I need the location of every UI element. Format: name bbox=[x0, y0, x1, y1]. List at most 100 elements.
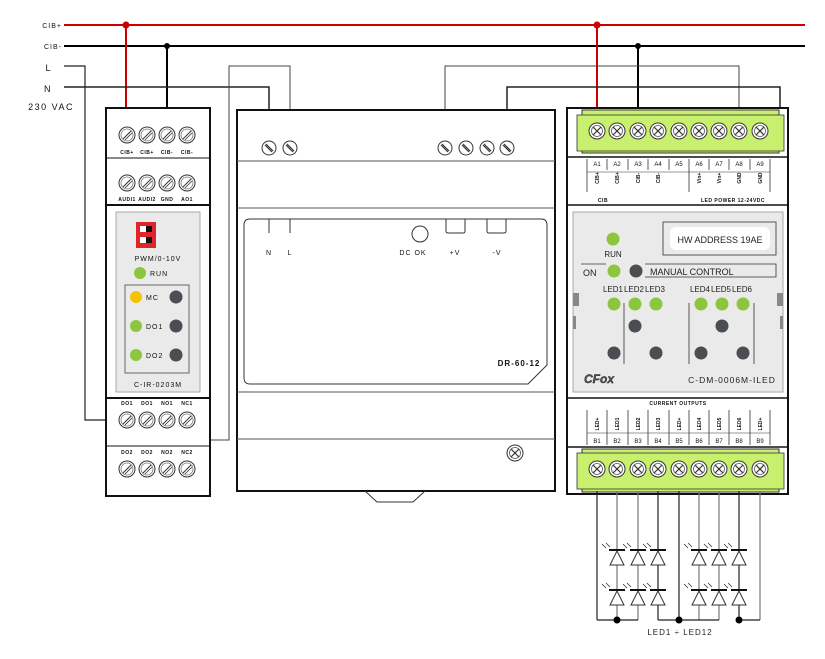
label-neutral: N bbox=[44, 84, 52, 94]
terminal-label: CIB- bbox=[181, 150, 193, 156]
channel-button[interactable] bbox=[607, 346, 621, 360]
terminal-screw[interactable] bbox=[479, 140, 495, 156]
button-do1[interactable] bbox=[169, 319, 183, 333]
terminal-function: LED1 bbox=[615, 417, 621, 430]
terminal-function: LED4 bbox=[697, 417, 703, 430]
terminal-screw[interactable] bbox=[138, 460, 156, 478]
terminal-label: DO1 bbox=[141, 401, 153, 407]
led-diode-symbol bbox=[703, 542, 727, 566]
terminal-screw[interactable] bbox=[458, 140, 474, 156]
terminal-function: LED6 bbox=[737, 417, 743, 430]
plus-v-pot[interactable] bbox=[445, 219, 466, 234]
terminal-screw[interactable] bbox=[730, 460, 748, 478]
channel-label: LED1 bbox=[603, 285, 624, 294]
terminal-screw[interactable] bbox=[138, 126, 156, 144]
terminal-screw[interactable] bbox=[118, 126, 136, 144]
psu-input-l: L bbox=[288, 250, 293, 257]
manual-control-label: MANUAL CONTROL bbox=[650, 267, 734, 277]
ground-screw[interactable] bbox=[506, 444, 524, 462]
terminal-screw[interactable] bbox=[178, 126, 196, 144]
channel-button[interactable] bbox=[628, 319, 642, 333]
label-cib-plus: CIB+ bbox=[42, 23, 62, 30]
led-diode-symbol bbox=[703, 582, 727, 606]
terminal-screw[interactable] bbox=[158, 174, 176, 192]
terminal-function: LED+ bbox=[758, 417, 764, 430]
module-ir-model: C-IR-0203M bbox=[134, 382, 182, 389]
terminal-id: B4 bbox=[654, 439, 662, 445]
channel-label: LED5 bbox=[711, 285, 732, 294]
terminal-id: B1 bbox=[593, 439, 601, 445]
terminal-screw[interactable] bbox=[588, 122, 606, 140]
terminal-screw[interactable] bbox=[608, 122, 626, 140]
terminal-screw[interactable] bbox=[710, 122, 728, 140]
terminal-function: LED+ bbox=[595, 417, 601, 430]
led-do2 bbox=[130, 349, 142, 361]
terminal-screw[interactable] bbox=[437, 140, 453, 156]
channel-button[interactable] bbox=[715, 319, 729, 333]
button-do2[interactable] bbox=[169, 348, 183, 362]
manual-control-button[interactable] bbox=[629, 264, 643, 278]
terminal-screw[interactable] bbox=[690, 122, 708, 140]
terminal-screw[interactable] bbox=[118, 411, 136, 429]
terminal-label: CIB+ bbox=[120, 150, 134, 156]
terminal-function: LED3 bbox=[656, 417, 662, 430]
terminal-screw[interactable] bbox=[138, 174, 156, 192]
terminal-screw[interactable] bbox=[649, 122, 667, 140]
led-string-label: LED1 ÷ LED12 bbox=[647, 628, 712, 637]
led-run bbox=[134, 267, 146, 279]
terminal-screw[interactable] bbox=[670, 460, 688, 478]
terminal-screw[interactable] bbox=[670, 122, 688, 140]
terminal-screw[interactable] bbox=[178, 411, 196, 429]
terminal-screw[interactable] bbox=[649, 460, 667, 478]
terminal-id: A6 bbox=[695, 162, 703, 168]
terminal-screw[interactable] bbox=[138, 411, 156, 429]
terminal-screw[interactable] bbox=[118, 460, 136, 478]
terminal-screw[interactable] bbox=[261, 140, 277, 156]
front-panel bbox=[115, 211, 201, 393]
terminal-id: B6 bbox=[695, 439, 703, 445]
terminal-screw[interactable] bbox=[710, 460, 728, 478]
channel-led bbox=[649, 297, 663, 311]
terminal-screw[interactable] bbox=[158, 411, 176, 429]
terminal-screw[interactable] bbox=[178, 174, 196, 192]
terminal-screw[interactable] bbox=[158, 126, 176, 144]
terminal-screw[interactable] bbox=[751, 122, 769, 140]
terminal-function: GND bbox=[737, 172, 743, 184]
terminal-screw[interactable] bbox=[730, 122, 748, 140]
terminal-screw[interactable] bbox=[690, 460, 708, 478]
channel-label: LED2 bbox=[624, 285, 645, 294]
label-line: L bbox=[45, 63, 52, 73]
terminal-screw[interactable] bbox=[629, 122, 647, 140]
plus-v-label: +V bbox=[450, 250, 461, 257]
button-mc[interactable] bbox=[169, 290, 183, 304]
terminal-screw[interactable] bbox=[158, 460, 176, 478]
channel-led bbox=[607, 297, 621, 311]
terminal-label: DO2 bbox=[121, 450, 133, 456]
terminal-screw[interactable] bbox=[282, 140, 298, 156]
junction-dot bbox=[675, 616, 683, 624]
minus-v-pot[interactable] bbox=[486, 219, 507, 234]
terminal-screw[interactable] bbox=[178, 460, 196, 478]
power-supply: N L DC OK +V -V DR-60-12 bbox=[236, 109, 556, 503]
module-ir: CIB+ CIB+ CIB- CIB- AUDI1 AUDI2 GND AO1 … bbox=[105, 107, 211, 497]
channel-led bbox=[694, 297, 708, 311]
led-mc bbox=[130, 291, 142, 303]
terminal-screw[interactable] bbox=[751, 460, 769, 478]
terminal-screw[interactable] bbox=[629, 460, 647, 478]
terminal-id: A8 bbox=[735, 162, 743, 168]
channel-button[interactable] bbox=[649, 346, 663, 360]
junction-dot bbox=[735, 616, 743, 624]
channel-label: LED4 bbox=[690, 285, 711, 294]
channel-button[interactable] bbox=[694, 346, 708, 360]
terminal-screw[interactable] bbox=[118, 174, 136, 192]
terminal-label: AUDI1 bbox=[118, 197, 136, 203]
dip-switch[interactable]: ON bbox=[136, 222, 160, 248]
terminal-screw[interactable] bbox=[608, 460, 626, 478]
terminal-function: CIB- bbox=[656, 173, 662, 184]
led-on bbox=[607, 264, 621, 278]
terminal-screw[interactable] bbox=[588, 460, 606, 478]
psu-input-n: N bbox=[266, 250, 272, 257]
terminal-screw[interactable] bbox=[499, 140, 515, 156]
channel-button[interactable] bbox=[736, 346, 750, 360]
label-voltage: 230 VAC bbox=[28, 102, 74, 112]
